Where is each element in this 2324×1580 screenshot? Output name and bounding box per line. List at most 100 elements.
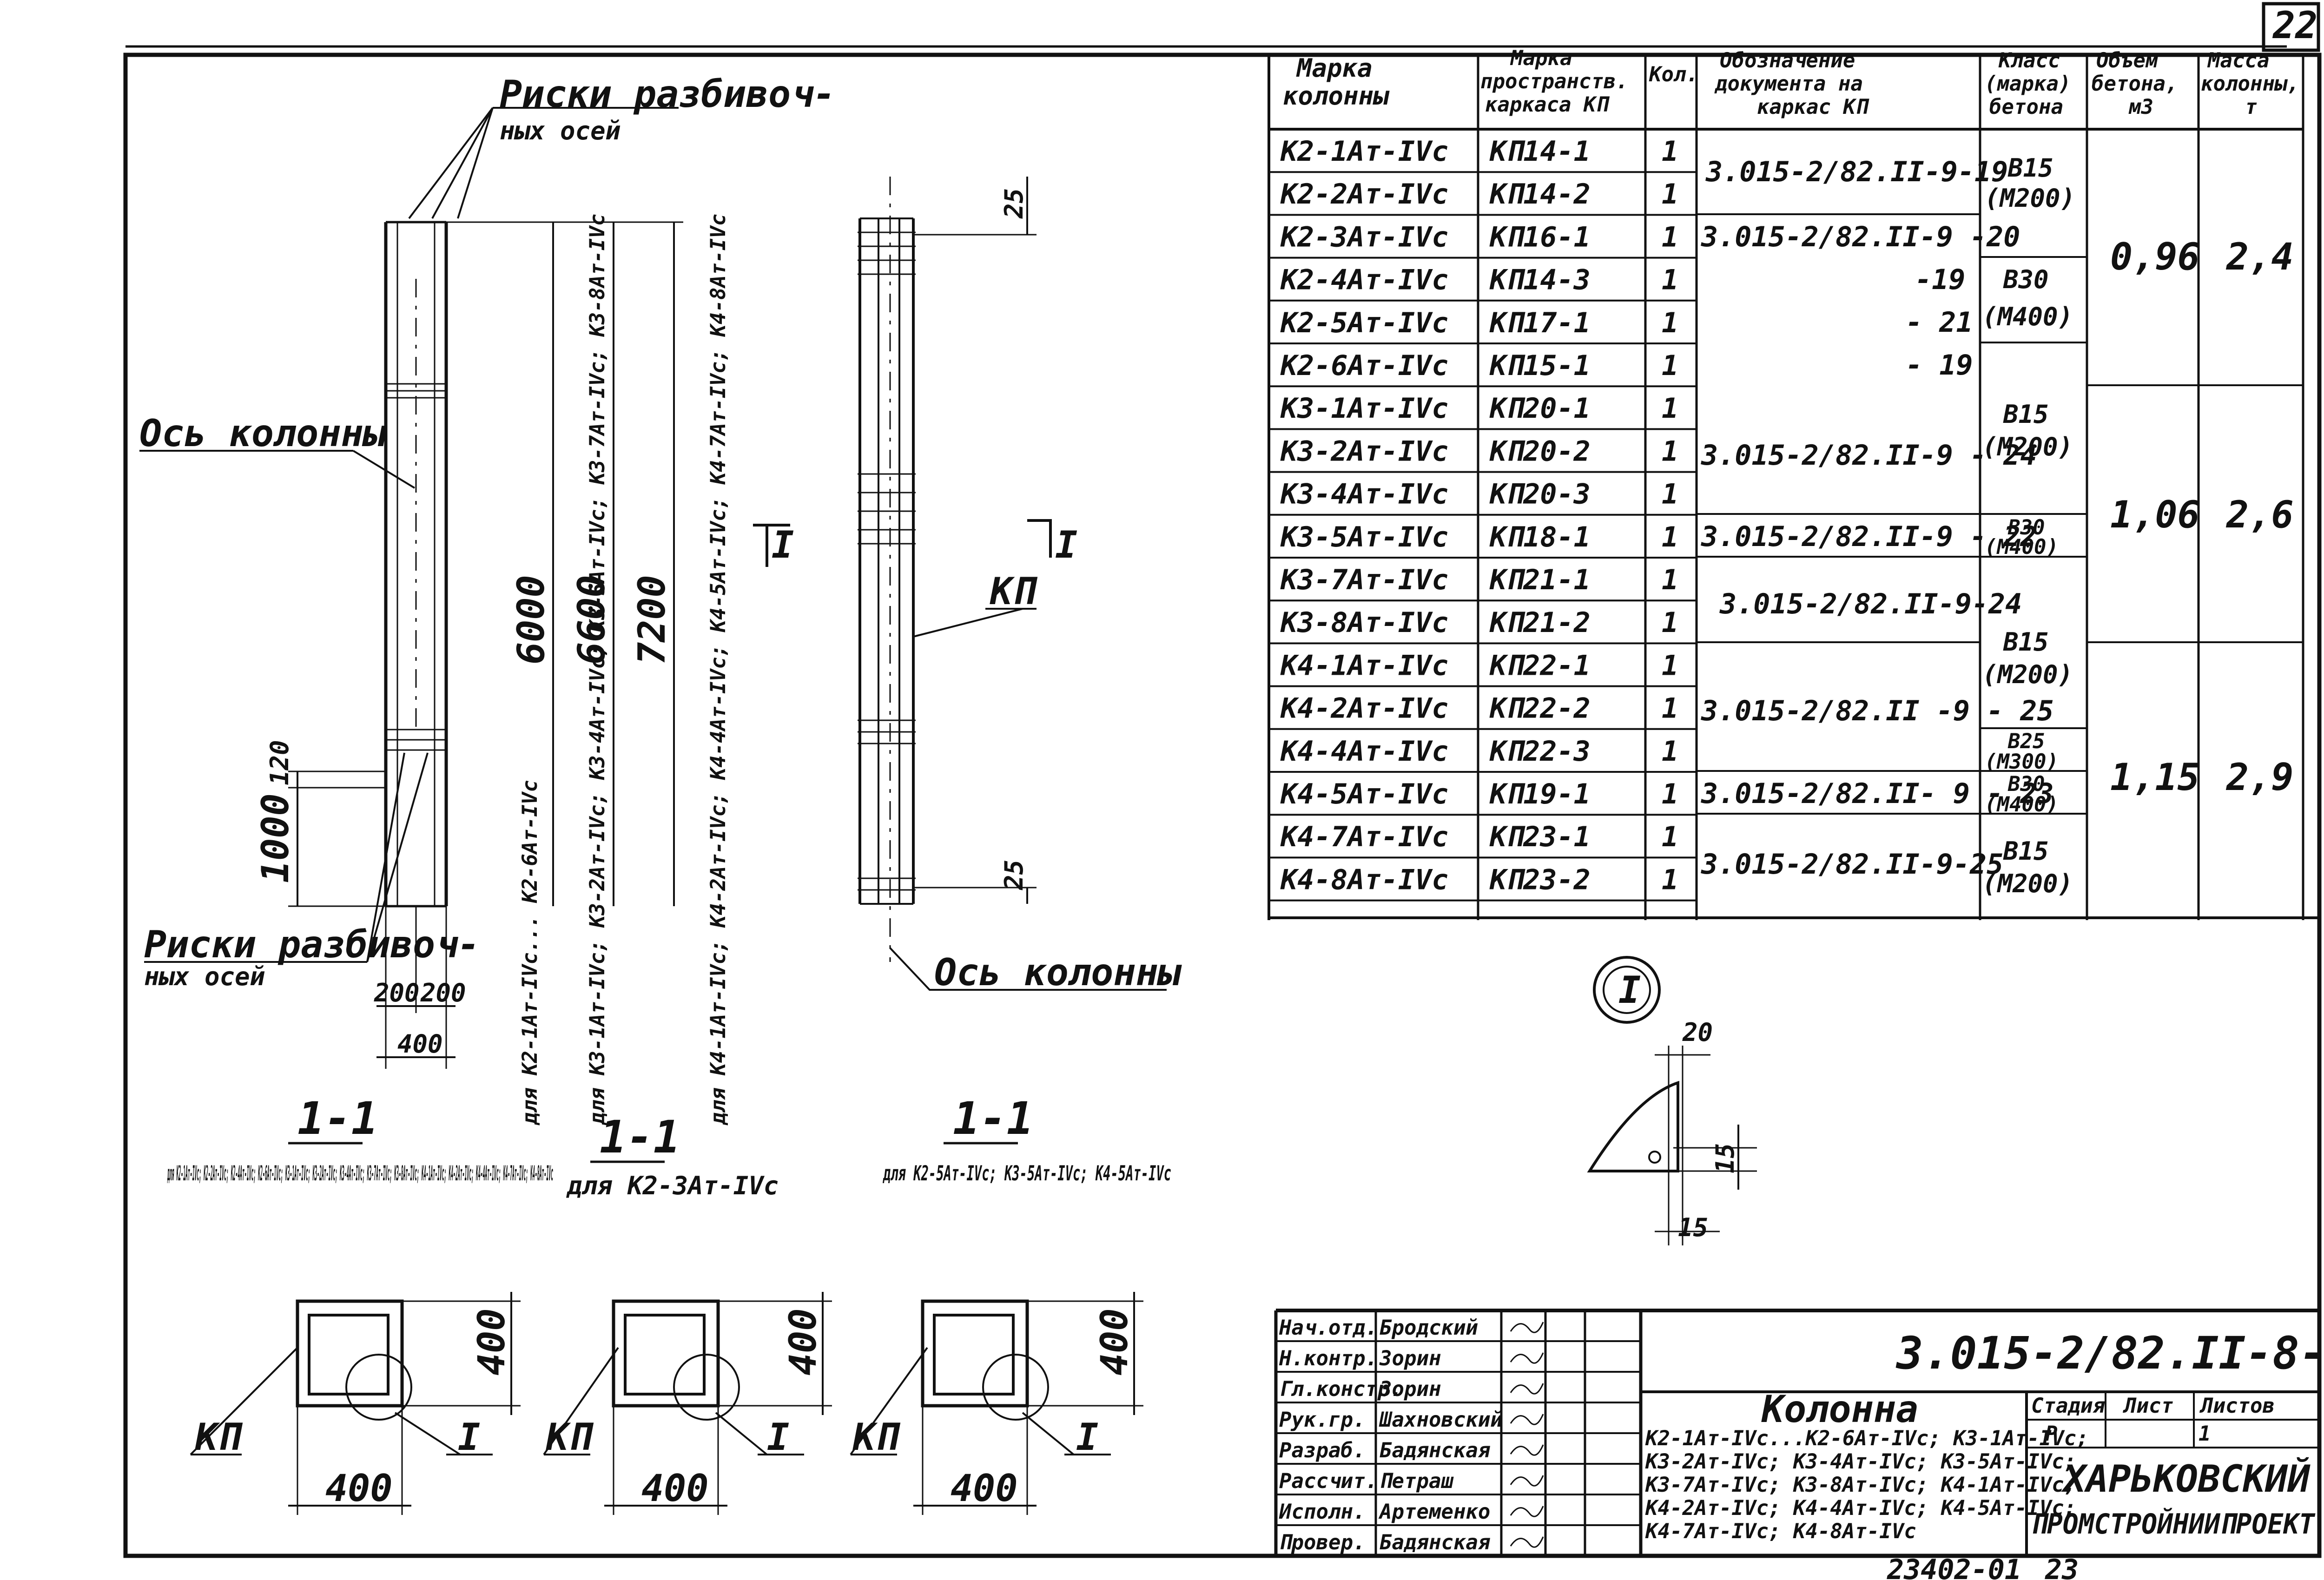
class-cell: (М400) [1985,793,2059,816]
section-dim-w: 400 [325,1467,393,1510]
dim-200-right: 200 [420,978,466,1007]
detail-dim-15a: 15 [1710,1143,1740,1173]
doc-cell: 3.015-2/82.II -9 - 25 [1701,695,2054,727]
dim-7200: 7200 [630,575,673,665]
row-cage: КП21-1 [1489,564,1591,596]
org-line-1: ХАРЬКОВСКИЙ [2061,1457,2311,1501]
signature [1510,1322,1544,1333]
section-dim-w: 400 [641,1467,709,1510]
row-qty: 1 [1662,349,1678,382]
tb-role: Провер. [1279,1531,1365,1554]
row-cage: КП14-2 [1489,178,1591,211]
detail-I: I 20 15 15 [1587,956,1757,1245]
doc-cell: -19 [1915,263,1965,296]
doc-cell: 3.015-2/82.II-9-24 [1719,588,2022,620]
section-kp-label: КП [195,1415,243,1459]
class-cell: В15 [2007,153,2053,183]
row-mark: К3-4Ат-IVс [1280,478,1448,511]
row-qty: 1 [1662,135,1678,168]
row-qty: 1 [1662,778,1678,810]
label-kp: КП [990,570,1038,613]
signature [1510,1383,1544,1395]
header-vol: м3 [2128,95,2153,119]
label-marks-top-2: ных осей [500,116,621,145]
header-cage: каркаса КП [1485,93,1610,117]
section-caption: для К2-3Ат-IVс [566,1171,779,1200]
row-cage: КП20-3 [1489,478,1591,511]
tb-role: Рассчит. [1279,1469,1378,1493]
class-cell: (М300) [1985,750,2059,774]
doc-cell: 3.015-2/82.II- 9 - 23 [1701,777,2054,810]
label-marks-bottom-2: ных осей [144,962,265,991]
row-mark: К4-8Ат-IVс [1280,863,1448,896]
tb-name: Бродский [1380,1316,1478,1340]
section-detail-label: I [458,1415,480,1459]
detail-dim-15b: 15 [1678,1213,1708,1242]
inventory-number: 23402-01 [1887,1554,2021,1580]
class-cell: (М200) [1982,660,2073,689]
header-class: (марка) [1985,72,2071,96]
section-mark-right: I [1055,523,1077,566]
class-cell: (М400) [1985,535,2059,559]
section-title: 1-1 [297,1093,378,1145]
doc-cell: 3.015-2/82.II-9 -20 [1701,221,2020,253]
section-dim-w: 400 [951,1467,1018,1510]
tb-name: Бадянская [1380,1439,1491,1462]
row-cage: КП20-2 [1489,435,1591,467]
doc-cell: - 21 [1906,306,1973,339]
section-kp-label: КП [852,1415,901,1459]
tb-role: Нач.отд. [1279,1316,1378,1340]
row-mark: К2-6Ат-IVс [1280,349,1448,382]
tb-role: Разраб. [1279,1439,1365,1462]
label-marks-top: Риски разбивоч- [500,72,835,116]
section-2: 1-1 для К2-3Ат-IVс 400 400 КП I [543,1111,832,1515]
row-mark: К3-5Ат-IVс [1280,521,1448,553]
row-qty: 1 [1662,821,1678,853]
org-line-2: ПРОМСТРОЙНИИПРОЕКТ [2031,1508,2316,1540]
dim-cage-top: 25 [999,188,1029,219]
volume-cell: 0,96 [2110,235,2200,278]
item-desc: К4-7Ат-IVс; К4-8Ат-IVс [1645,1520,1916,1543]
section-title: 1-1 [953,1093,1033,1145]
signature [1510,1506,1544,1517]
mass-cell: 2,6 [2225,493,2294,536]
row-mark: К4-5Ат-IVс [1280,778,1448,810]
section-dim-h: 400 [470,1309,513,1376]
row-qty: 1 [1662,307,1678,339]
tb-name: Зорин [1379,1377,1441,1401]
signature [1510,1536,1544,1548]
section-mark-left: I [772,523,794,566]
section-detail-label: I [767,1415,789,1459]
row-mark: К3-7Ат-IVс [1280,564,1448,596]
row-qty: 1 [1662,435,1678,467]
class-cell: В15 [2003,627,2049,657]
header-class: бетона [1989,95,2063,119]
footer-page: 23 [2045,1554,2079,1580]
row-mark: К3-2Ат-IVс [1280,435,1448,467]
row-cage: КП22-3 [1489,735,1591,768]
sheet-value: 1 [2199,1422,2211,1446]
row-cage: КП22-1 [1489,649,1591,682]
row-qty: 1 [1662,264,1678,296]
stage-value: Р [2045,1422,2058,1446]
section-dim-h: 400 [1093,1309,1136,1376]
row-qty: 1 [1662,478,1678,511]
specification-table: Марка колонны Марка пространств. каркаса… [1268,46,2319,920]
tb-role: Исполн. [1279,1500,1365,1524]
class-cell: В30 [2007,516,2045,540]
signature [1510,1414,1544,1425]
row-cage: КП16-1 [1489,221,1591,253]
header-mass: колонны, [2201,72,2299,96]
sheet-number-box [2262,2,2320,52]
header-class: Класс [1998,49,2060,72]
row-cage: КП14-1 [1489,135,1591,168]
row-mark: К3-8Ат-IVс [1280,606,1448,639]
row-qty: 1 [1662,735,1678,768]
group-label-k3: для К3-1Ат-IVс; К3-2Ат-IVс; К3-4Ат-IVс; … [586,214,609,1126]
row-cage: КП18-1 [1489,521,1591,553]
item-desc: К2-1Ат-IVс...К2-6Ат-IVс; К3-1Ат-IVс; [1645,1427,2089,1450]
row-cage: КП21-2 [1489,606,1591,639]
mass-cell: 2,9 [2225,756,2294,799]
row-qty: 1 [1662,649,1678,682]
header-vol: Объем [2096,49,2158,72]
